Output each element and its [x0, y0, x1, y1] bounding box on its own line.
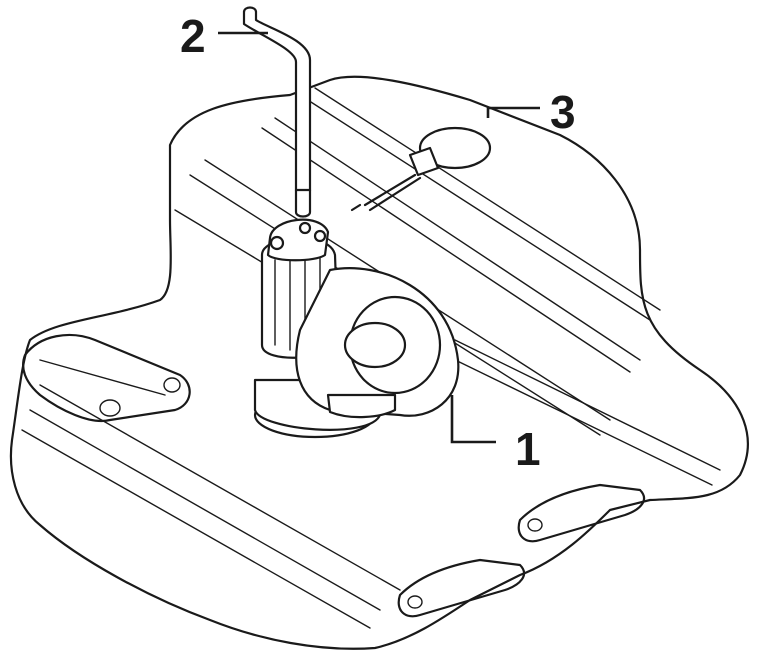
callout-2: 2 — [180, 10, 206, 62]
locking-pin — [242, 6, 312, 218]
leader-line-1 — [450, 395, 496, 444]
callout-3: 3 — [550, 86, 576, 138]
hitch-socket — [253, 218, 460, 439]
spring-clip — [350, 126, 492, 212]
right-slots — [397, 483, 646, 618]
callout-1: 1 — [515, 423, 541, 475]
leader-line-3 — [486, 106, 540, 118]
left-slot — [22, 333, 191, 423]
